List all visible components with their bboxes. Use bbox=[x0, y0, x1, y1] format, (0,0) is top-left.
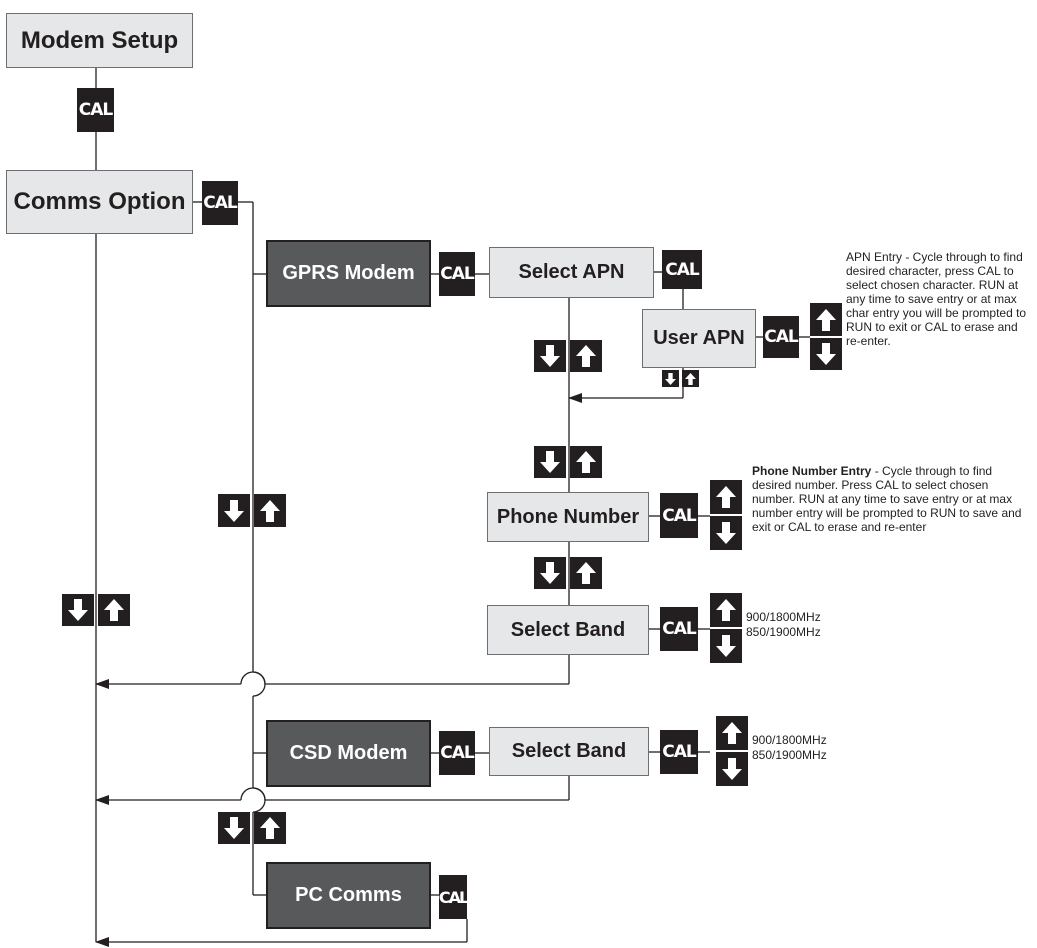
up-arrow-key-icon bbox=[710, 480, 742, 514]
up-arrow-key-icon bbox=[254, 812, 286, 844]
up-arrow-key-icon bbox=[254, 494, 286, 527]
up-arrow-key-icon bbox=[570, 557, 602, 589]
down-arrow-key-icon bbox=[710, 629, 742, 663]
apn-entry-note: APN Entry - Cycle through to find desire… bbox=[846, 250, 1027, 348]
up-arrow-key-icon bbox=[98, 594, 130, 626]
cal-key: CAL bbox=[662, 250, 702, 289]
down-arrow-key-icon bbox=[218, 812, 250, 844]
cal-key: CAL bbox=[439, 731, 475, 775]
phone-number-entry-note: Phone Number Entry - Cycle through to fi… bbox=[752, 464, 1028, 534]
cal-key: CAL bbox=[660, 730, 698, 774]
down-arrow-key-icon bbox=[534, 340, 566, 372]
cal-key: CAL bbox=[763, 316, 799, 358]
down-arrow-key-icon bbox=[810, 338, 842, 370]
csd-band-option-2: 850/1900MHz bbox=[752, 748, 827, 762]
up-arrow-key-icon bbox=[682, 370, 699, 387]
up-arrow-key-icon bbox=[710, 593, 742, 627]
gprs-band-option-1: 900/1800MHz bbox=[746, 610, 821, 624]
modem-setup-box: Modem Setup bbox=[6, 13, 193, 68]
pc-comms-box: PC Comms bbox=[266, 862, 431, 929]
down-arrow-key-icon bbox=[710, 516, 742, 550]
cal-key: CAL bbox=[439, 252, 475, 296]
phone-number-entry-body: - Cycle through to find desired number. … bbox=[752, 464, 1022, 534]
down-arrow-key-icon bbox=[662, 370, 679, 387]
down-arrow-key-icon bbox=[62, 594, 94, 626]
up-arrow-key-icon bbox=[570, 340, 602, 372]
cal-key: CAL bbox=[439, 875, 469, 919]
csd-modem-box: CSD Modem bbox=[266, 720, 431, 787]
down-arrow-key-icon bbox=[534, 446, 566, 478]
cal-key: CAL bbox=[660, 607, 698, 651]
cal-key: CAL bbox=[202, 181, 238, 225]
user-apn-box: User APN bbox=[642, 309, 756, 368]
gprs-select-band-box: Select Band bbox=[487, 605, 649, 655]
phone-number-box: Phone Number bbox=[487, 492, 649, 542]
up-arrow-key-icon bbox=[570, 446, 602, 478]
down-arrow-key-icon bbox=[716, 752, 748, 786]
cal-key: CAL bbox=[660, 493, 698, 538]
down-arrow-key-icon bbox=[218, 494, 250, 527]
gprs-modem-box: GPRS Modem bbox=[266, 240, 431, 307]
gprs-band-option-2: 850/1900MHz bbox=[746, 625, 821, 639]
up-arrow-key-icon bbox=[810, 303, 842, 336]
down-arrow-key-icon bbox=[534, 557, 566, 589]
phone-number-entry-title: Phone Number Entry bbox=[752, 464, 872, 478]
comms-option-box: Comms Option bbox=[6, 170, 193, 234]
up-arrow-key-icon bbox=[716, 716, 748, 750]
select-apn-box: Select APN bbox=[489, 247, 654, 298]
csd-band-option-1: 900/1800MHz bbox=[752, 733, 827, 747]
csd-select-band-box: Select Band bbox=[489, 727, 649, 776]
cal-key: CAL bbox=[77, 88, 114, 132]
